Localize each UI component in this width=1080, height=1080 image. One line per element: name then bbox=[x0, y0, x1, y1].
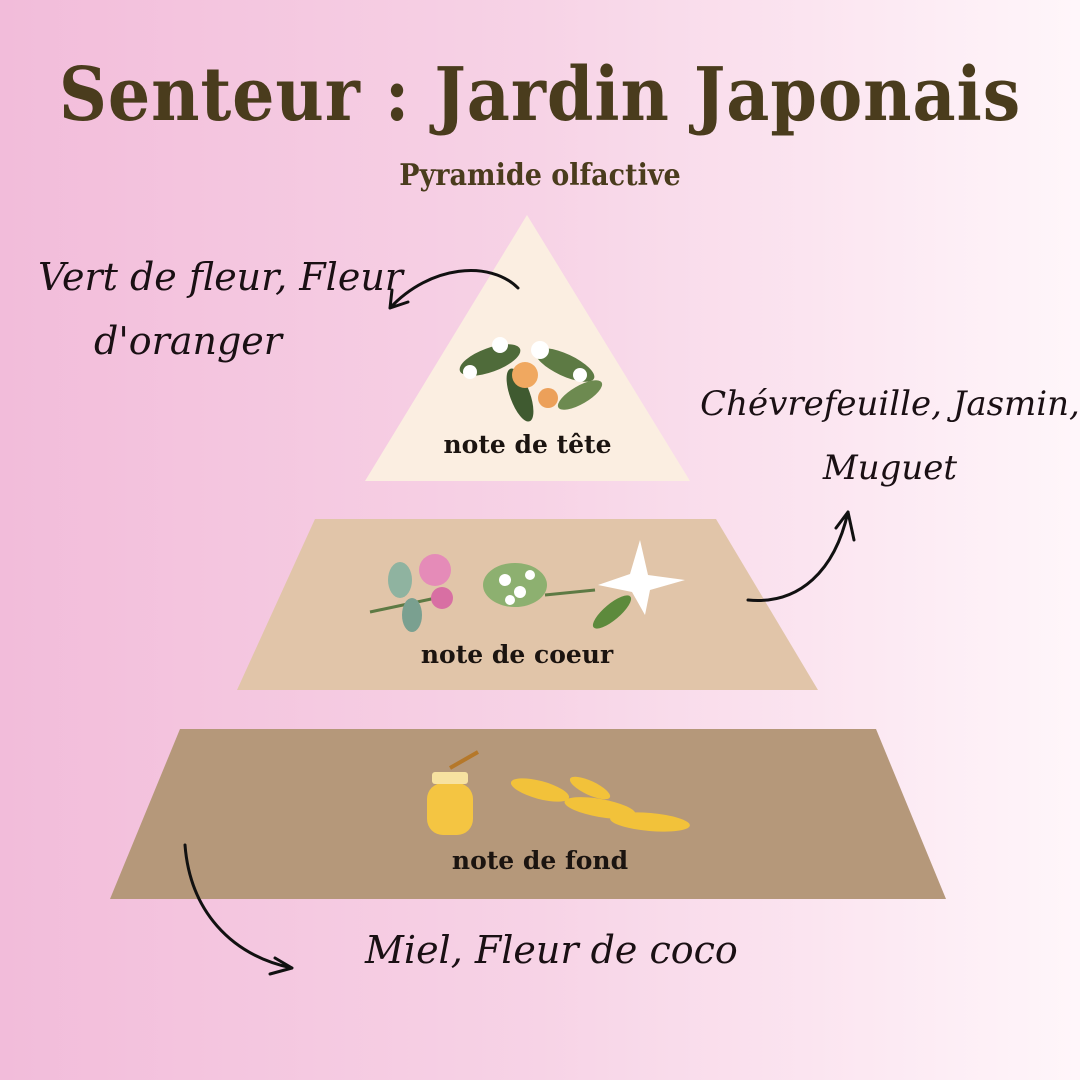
pyramid-bottom-tier bbox=[110, 729, 946, 899]
heart-flowers-illustration bbox=[369, 540, 685, 632]
tier-label-heart: note de coeur bbox=[420, 640, 614, 669]
page-title: Senteur : Jardin Japonais bbox=[58, 52, 1022, 138]
heart-notes-text: Chévrefeuille, Jasmin, Muguet bbox=[700, 372, 1080, 500]
orange-blossom-illustration bbox=[459, 337, 603, 422]
tier-label-top: note de tête bbox=[443, 430, 612, 459]
top-notes-line2: d'oranger bbox=[94, 319, 282, 363]
pyramid-top-tier bbox=[365, 215, 690, 481]
arrow-top-notes bbox=[388, 269, 520, 310]
honey-wheat-illustration bbox=[427, 750, 690, 835]
top-notes-line1: Vert de fleur, Fleur bbox=[38, 255, 403, 299]
page-subtitle: Pyramide olfactive bbox=[399, 158, 681, 193]
top-notes-text: Vert de fleur, Fleur d'oranger bbox=[38, 245, 403, 373]
arrow-base-notes bbox=[183, 843, 294, 976]
heart-notes-line2: Muguet bbox=[822, 448, 958, 488]
heart-notes-line1: Chévrefeuille, Jasmin, bbox=[700, 384, 1080, 424]
tier-label-base: note de fond bbox=[451, 846, 629, 875]
arrow-heart-notes bbox=[746, 510, 856, 602]
base-notes-text: Miel, Fleur de coco bbox=[365, 928, 738, 972]
